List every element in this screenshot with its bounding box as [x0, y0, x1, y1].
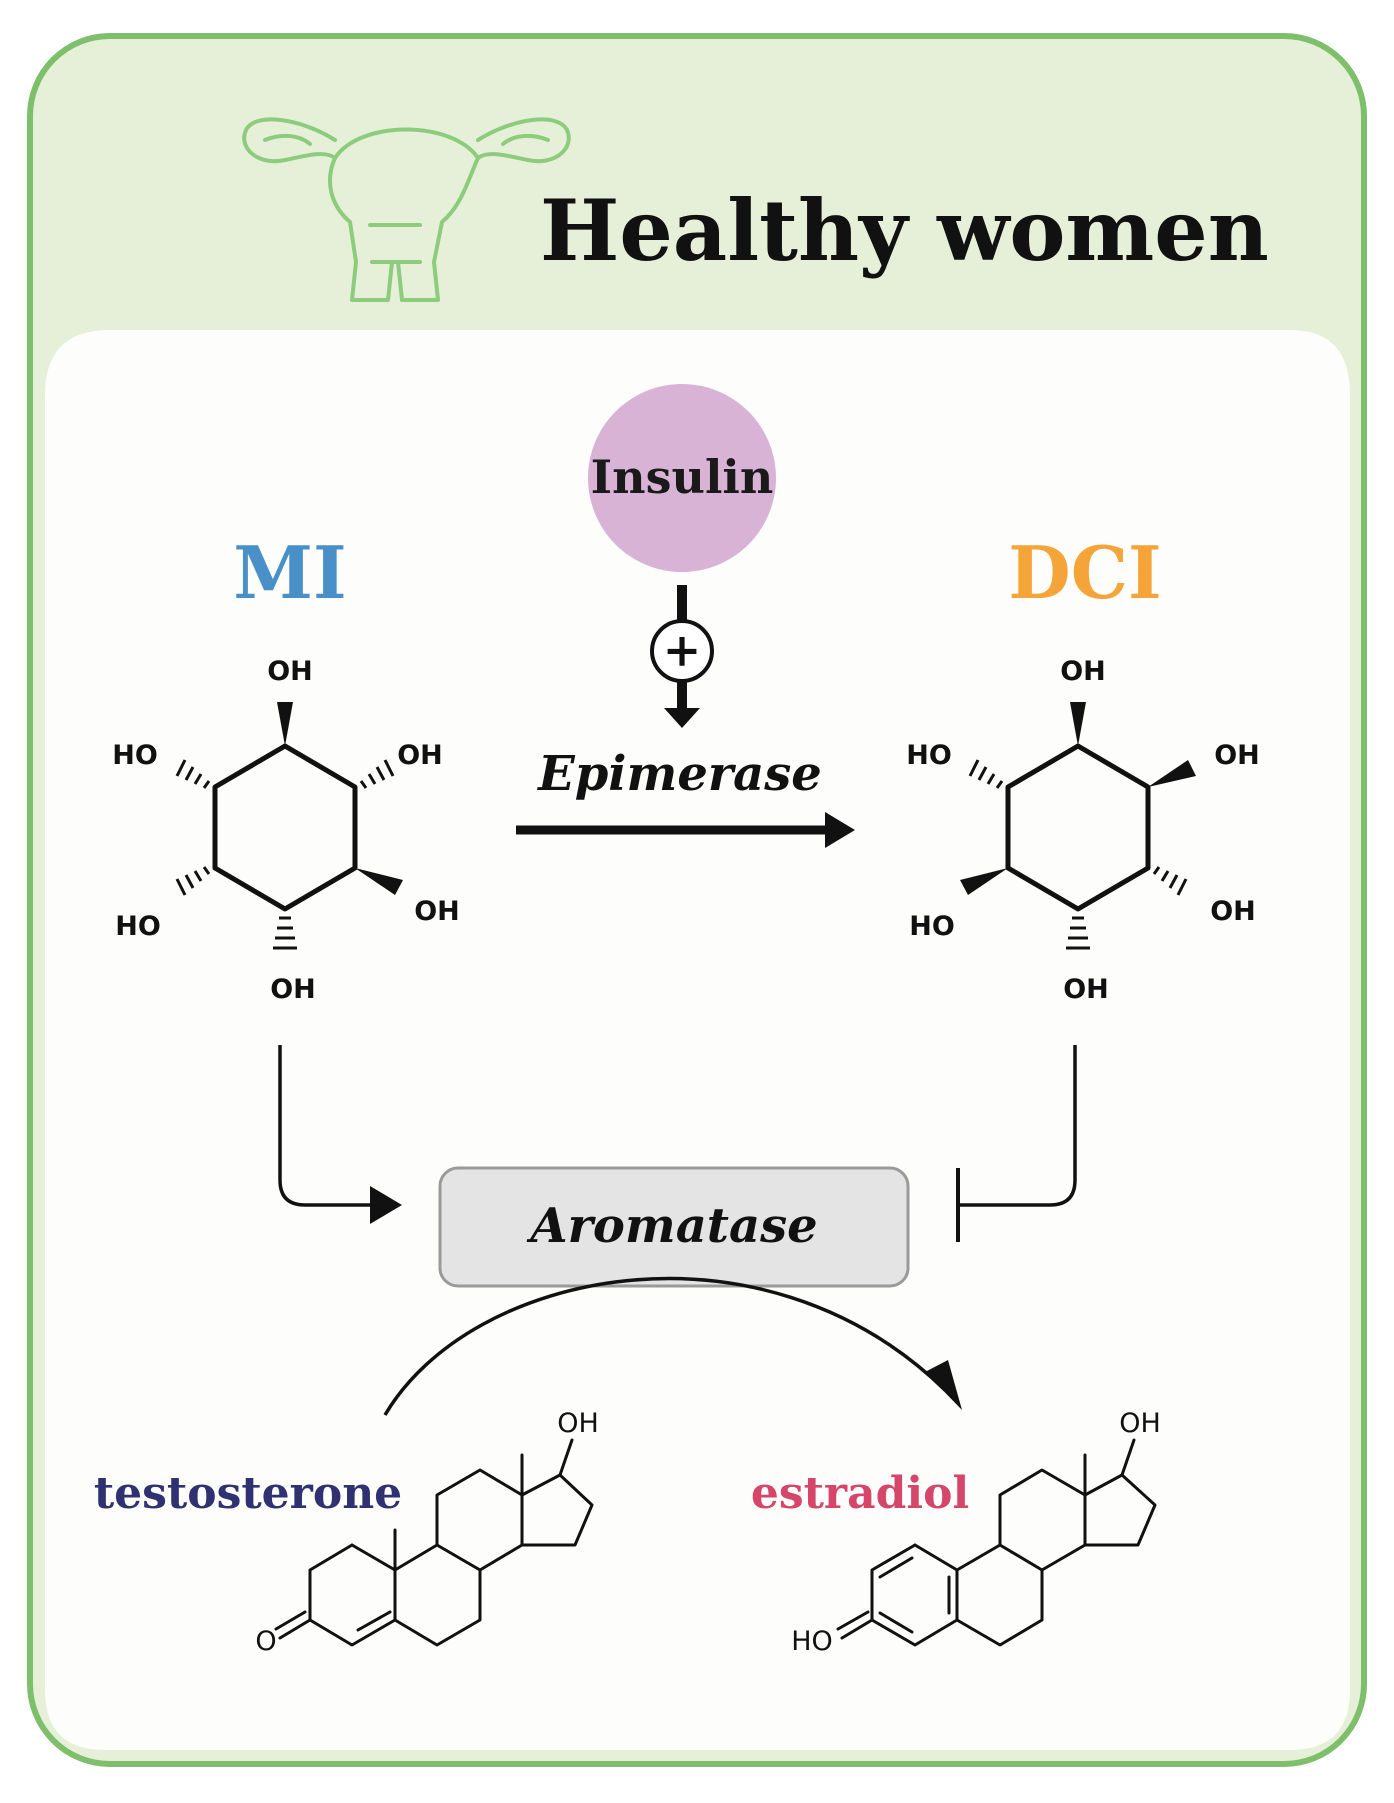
dci-label: DCI [1008, 530, 1161, 615]
svg-text:OH: OH [1060, 656, 1106, 687]
svg-text:HO: HO [906, 740, 952, 771]
svg-text:HO: HO [112, 740, 158, 771]
dci-structure: OH OH HO OH HO OH [906, 656, 1260, 1005]
mi-to-aromatase-arrow [278, 1045, 375, 1207]
mi-label: MI [233, 530, 346, 615]
insulin-circle [588, 384, 776, 572]
mi-structure: OH OH HO OH HO OH [112, 656, 460, 1005]
content-panel [45, 330, 1350, 1750]
plus-circle [650, 619, 714, 683]
svg-text:OH: OH [1210, 896, 1256, 927]
testosterone-label: testosterone [94, 1468, 402, 1519]
testosterone-structure: O OH [255, 1408, 598, 1657]
insulin-label: Insulin [591, 450, 774, 504]
aromatase-label: Aromatase [526, 1198, 817, 1254]
aromatase-box [438, 1166, 910, 1288]
conversion-arrowhead [925, 1360, 962, 1410]
epimerase-label: Epimerase [536, 746, 822, 802]
svg-text:OH: OH [1214, 740, 1260, 771]
svg-text:OH: OH [557, 1408, 599, 1439]
mi-to-aromatase-arrowhead [370, 1186, 402, 1224]
estradiol-label: estradiol [751, 1468, 969, 1519]
epimerase-arrowhead [825, 812, 855, 848]
dci-inhibits-aromatase-line [958, 1045, 1077, 1207]
svg-text:HO: HO [791, 1626, 833, 1657]
svg-text:OH: OH [414, 896, 460, 927]
activation-arrowhead [664, 708, 700, 728]
estradiol-structure: HO OH [791, 1408, 1161, 1657]
svg-text:OH: OH [1119, 1408, 1161, 1439]
svg-text:HO: HO [909, 911, 955, 942]
svg-text:OH: OH [397, 740, 443, 771]
conversion-arrow [383, 1276, 947, 1416]
uterus-icon [242, 117, 571, 302]
diagram-title: Healthy women [540, 181, 1269, 280]
svg-text:O: O [255, 1626, 276, 1657]
svg-text:HO: HO [115, 911, 161, 942]
svg-text:OH: OH [267, 656, 313, 687]
plus-symbol: + [663, 623, 702, 677]
svg-text:OH: OH [270, 974, 316, 1005]
svg-text:OH: OH [1063, 974, 1109, 1005]
